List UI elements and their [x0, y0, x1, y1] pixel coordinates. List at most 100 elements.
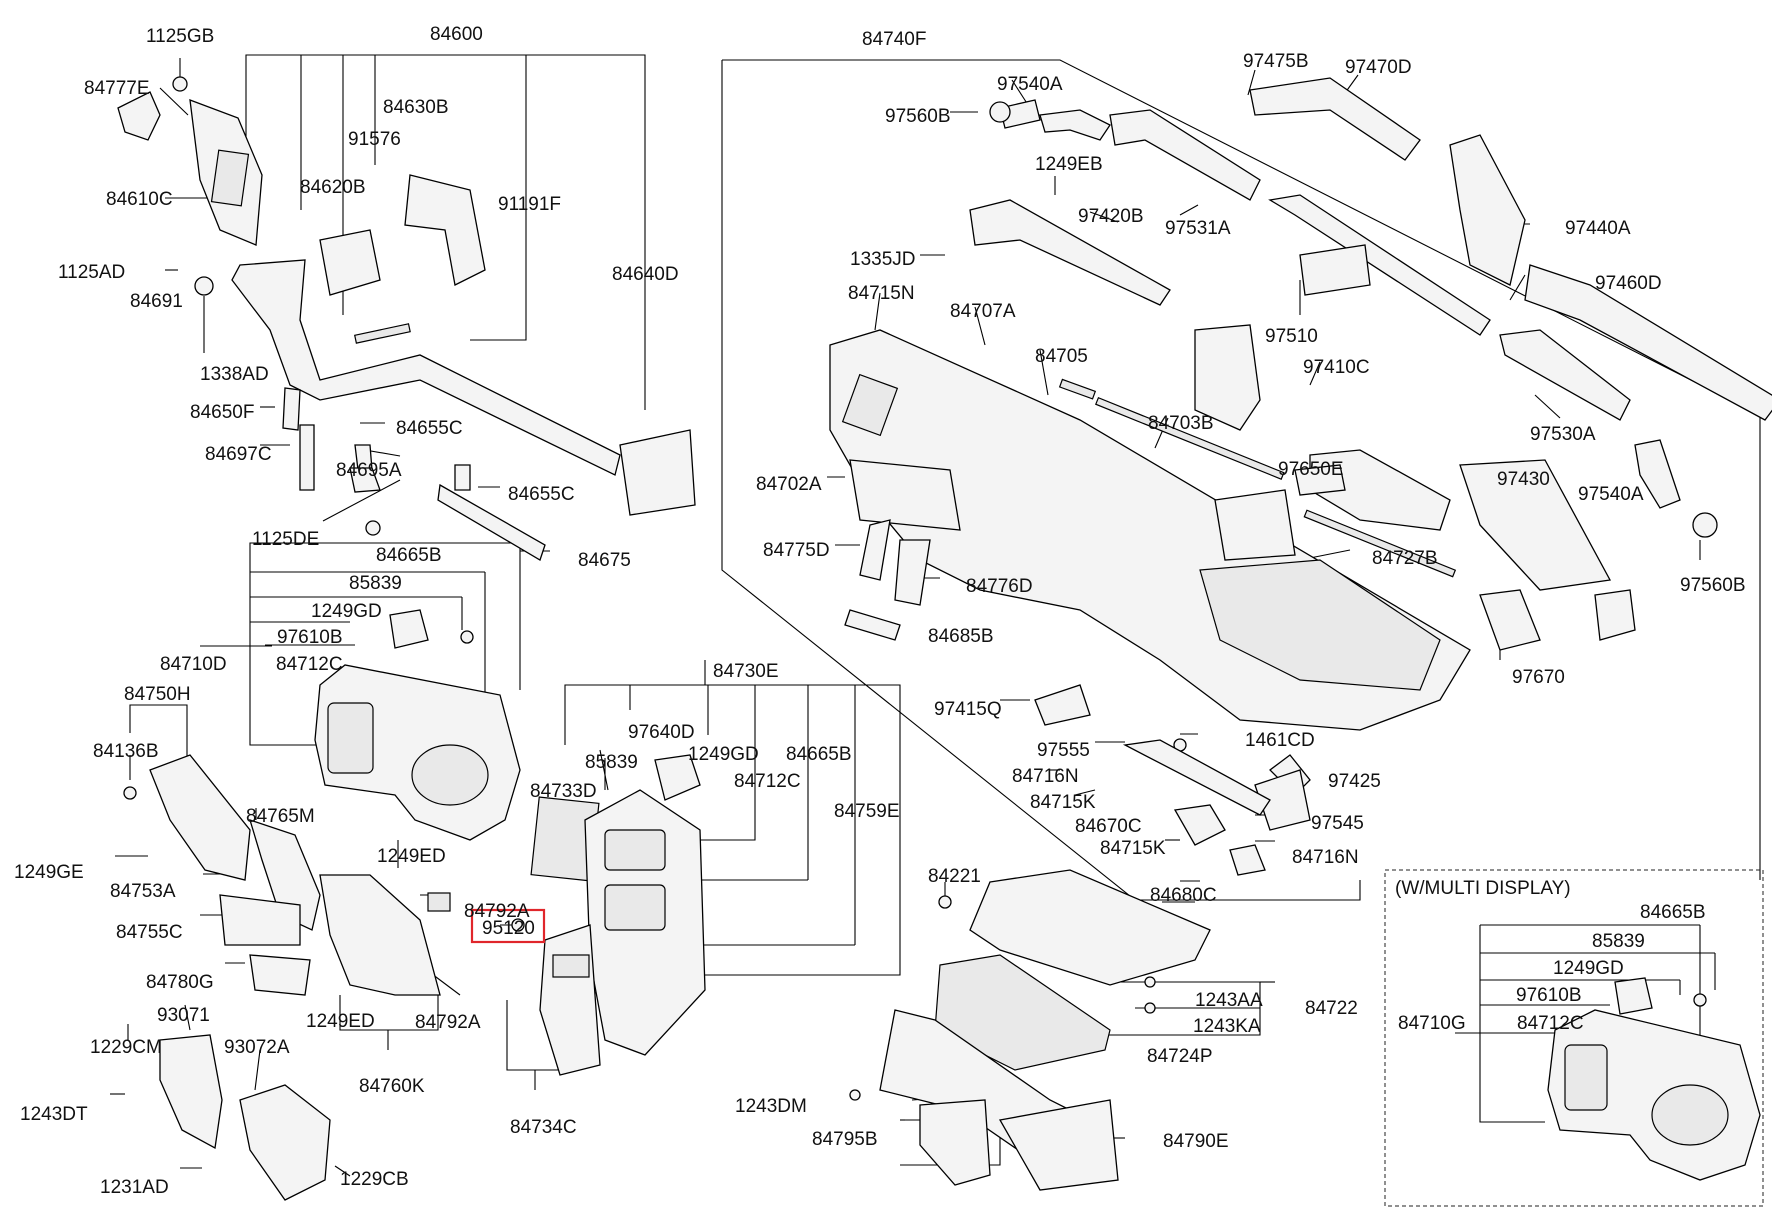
label-1249GD-b: 1249GD [688, 744, 759, 765]
label-84712C-b: 84712C [734, 771, 801, 792]
label-1229CM: 1229CM [90, 1037, 162, 1058]
label-84650F: 84650F [190, 402, 254, 423]
label-1243DT: 1243DT [20, 1104, 88, 1125]
label-97440A: 97440A [1565, 218, 1631, 239]
label-85839-a: 85839 [349, 573, 402, 594]
label-84702A: 84702A [756, 474, 822, 495]
label-91191F: 91191F [498, 194, 561, 215]
label-84750H: 84750H [124, 684, 191, 705]
label-84670C: 84670C [1075, 816, 1142, 837]
label-84715N: 84715N [848, 283, 915, 304]
label-1125DE: 1125DE [252, 529, 319, 550]
label-84740F: 84740F [862, 29, 926, 50]
label-97560B-b: 97560B [1680, 575, 1746, 596]
label-97640D: 97640D [628, 722, 695, 743]
label-97415Q: 97415Q [934, 699, 1002, 720]
label-1231AD: 1231AD [100, 1177, 169, 1198]
label-84790E: 84790E [1163, 1131, 1229, 1152]
label-84620B: 84620B [300, 177, 366, 198]
label-97540A-b: 97540A [1578, 484, 1644, 505]
label-91576: 91576 [348, 129, 401, 150]
label-84610C: 84610C [106, 189, 173, 210]
label-84703B: 84703B [1148, 413, 1214, 434]
label-84685B: 84685B [928, 626, 994, 647]
label-1125AD: 1125AD [58, 262, 125, 283]
label-97460D: 97460D [1595, 273, 1662, 294]
multi-display-inset-title: (W/MULTI DISPLAY) [1395, 878, 1571, 899]
label-84776D: 84776D [966, 576, 1033, 597]
label-84665B-b: 84665B [786, 744, 852, 765]
label-1461CD: 1461CD [1245, 730, 1315, 751]
label-84765M: 84765M [246, 806, 315, 827]
label-84680C: 84680C [1150, 885, 1217, 906]
label-85839-b: 85839 [585, 752, 638, 773]
label-84760K: 84760K [359, 1076, 425, 1097]
label-84710G: 84710G [1398, 1013, 1466, 1034]
label-84712C-c: 84712C [1517, 1013, 1584, 1034]
label-1249ED-b: 1249ED [306, 1011, 375, 1032]
label-84715K-a: 84715K [1030, 792, 1096, 813]
label-84675: 84675 [578, 550, 631, 571]
label-1243DM: 1243DM [735, 1096, 807, 1117]
label-84665B-a: 84665B [376, 545, 442, 566]
label-1249GD-c: 1249GD [1553, 958, 1624, 979]
label-84710D: 84710D [160, 654, 227, 675]
label-1125GB: 1125GB [146, 26, 214, 47]
label-84716N-a: 84716N [1012, 766, 1079, 787]
label-84755C: 84755C [116, 922, 183, 943]
label-1249ED-a: 1249ED [377, 846, 446, 867]
label-84630B: 84630B [383, 97, 449, 118]
label-84734C: 84734C [510, 1117, 577, 1138]
label-97650E: 97650E [1278, 459, 1344, 480]
label-93071: 93071 [157, 1005, 210, 1026]
label-84722: 84722 [1305, 998, 1358, 1019]
label-84753A: 84753A [110, 881, 176, 902]
label-1229CB: 1229CB [340, 1169, 409, 1190]
label-97425: 97425 [1328, 771, 1381, 792]
multi-display-inset-frame [1384, 869, 1764, 1207]
label-84775D: 84775D [763, 540, 830, 561]
label-84665B-c: 84665B [1640, 902, 1706, 923]
label-84795B: 84795B [812, 1129, 878, 1150]
label-1249GD-a: 1249GD [311, 601, 382, 622]
label-84691: 84691 [130, 291, 183, 312]
label-97530A: 97530A [1530, 424, 1596, 445]
label-97470D: 97470D [1345, 57, 1412, 78]
label-97560B-a: 97560B [885, 106, 951, 127]
label-84136B: 84136B [93, 741, 159, 762]
label-1243KA: 1243KA [1193, 1016, 1261, 1037]
label-97545: 97545 [1311, 813, 1364, 834]
label-84705: 84705 [1035, 346, 1088, 367]
label-84600: 84600 [430, 24, 483, 45]
label-84792A-a: 84792A [464, 901, 530, 922]
label-84655C-b: 84655C [508, 484, 575, 505]
label-84780G: 84780G [146, 972, 214, 993]
label-97430: 97430 [1497, 469, 1550, 490]
label-97510: 97510 [1265, 326, 1318, 347]
label-84777E: 84777E [84, 78, 150, 99]
label-84697C: 84697C [205, 444, 272, 465]
label-97610B-a: 97610B [277, 627, 343, 648]
label-97420B: 97420B [1078, 206, 1144, 227]
label-84712C-a: 84712C [276, 654, 343, 675]
label-1249EB: 1249EB [1035, 154, 1103, 175]
label-84730E: 84730E [713, 661, 779, 682]
label-97610B-c: 97610B [1516, 985, 1582, 1006]
label-97531A: 97531A [1165, 218, 1231, 239]
label-1249GE: 1249GE [14, 862, 84, 883]
label-84759E: 84759E [834, 801, 900, 822]
part-shapes [117, 76, 1772, 1201]
label-97555: 97555 [1037, 740, 1090, 761]
label-84716N-b: 84716N [1292, 847, 1359, 868]
label-97475B: 97475B [1243, 51, 1309, 72]
label-84715K-b: 84715K [1100, 838, 1166, 859]
label-97540A-a: 97540A [997, 74, 1063, 95]
label-85839-c: 85839 [1592, 931, 1645, 952]
label-97410C: 97410C [1303, 357, 1370, 378]
part-labels: 1125GB 84600 84740F 84777E 84630B 91576 … [14, 24, 1746, 1198]
label-84221: 84221 [928, 866, 981, 887]
label-84707A: 84707A [950, 301, 1016, 322]
label-1243AA: 1243AA [1195, 990, 1263, 1011]
label-84727B: 84727B [1372, 548, 1438, 569]
